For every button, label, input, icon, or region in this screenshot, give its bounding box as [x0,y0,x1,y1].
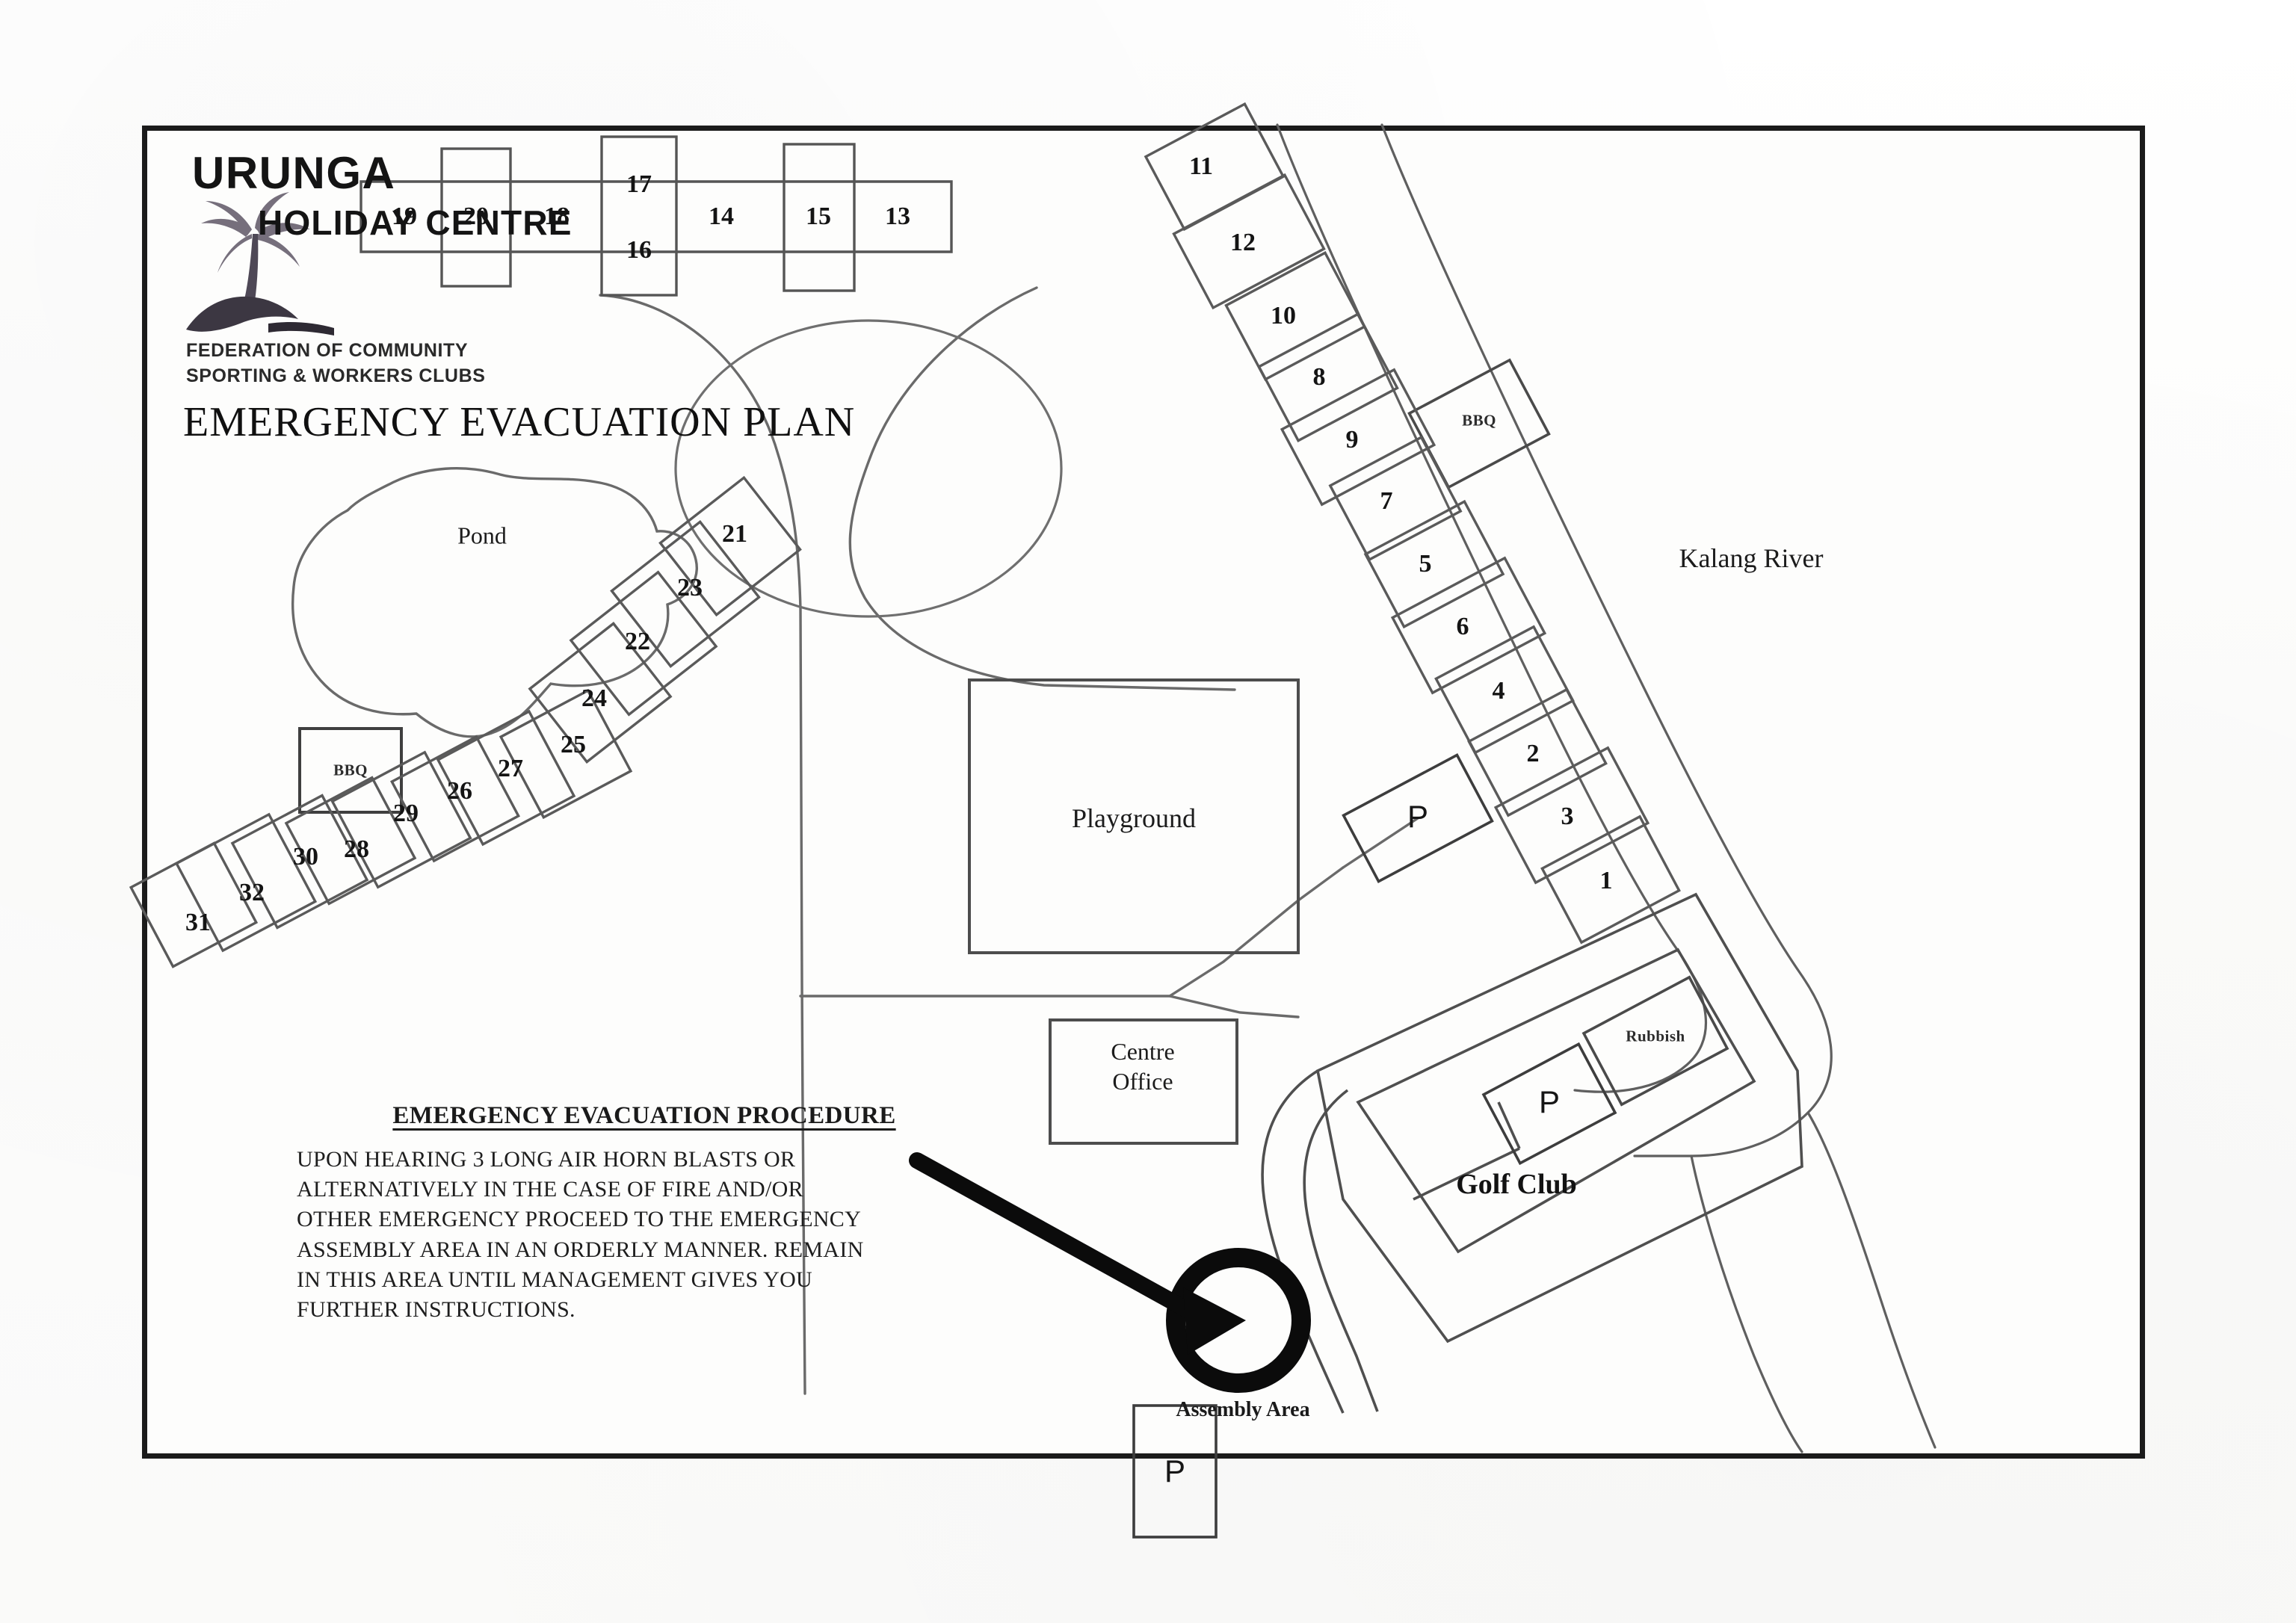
procedure-line: ASSEMBLY AREA IN AN ORDERLY MANNER. REMA… [297,1237,864,1262]
brand-name-primary: URUNGA [192,148,396,198]
procedure-line: OTHER EMERGENCY PROCEED TO THE EMERGENCY [297,1207,862,1232]
cabin-number-12: 12 [1230,229,1256,256]
parking-label-south: P [1164,1453,1186,1488]
east-cabin-chain [1144,102,1681,945]
playground-label: Playground [1072,803,1196,833]
kalang-river-label: Kalang River [1679,543,1824,573]
map-frame: URUNGA HOLIDAY CENTRE FEDERATION OF COMM… [129,102,2145,1539]
parking-label-north: P [1407,799,1429,834]
procedure-line: FURTHER INSTRUCTIONS. [297,1296,575,1322]
golf-club-label: Golf Club [1456,1169,1577,1200]
evacuation-procedure-block: EMERGENCY EVACUATION PROCEDURE UPON HEAR… [297,1102,992,1325]
brand-name-secondary: HOLIDAY CENTRE [258,203,573,242]
rubbish-box-outline [1581,975,1729,1107]
procedure-body: UPON HEARING 3 LONG AIR HORN BLASTS OR A… [297,1145,992,1325]
assembly-area-label: Assembly Area [1176,1398,1310,1421]
cabin-number-6: 6 [1456,613,1469,640]
cabin-number-10: 10 [1271,302,1296,330]
cabin-number-31: 31 [185,909,211,936]
cabin-number-17: 17 [626,170,652,198]
cabin-number-29: 29 [393,800,419,827]
cabin-number-19: 19 [392,203,417,230]
cabin-number-1: 1 [1599,867,1613,894]
procedure-line: IN THIS AREA UNTIL MANAGEMENT GIVES YOU [297,1267,813,1292]
pond-label: Pond [457,522,507,549]
cabin-number-5: 5 [1419,550,1432,578]
cabin-number-8: 8 [1312,363,1326,391]
cabin-number-9: 9 [1345,426,1359,454]
parking-label-golf: P [1538,1084,1561,1119]
cabin-number-26: 26 [447,777,472,805]
federation-line-1: FEDERATION OF COMMUNITY [186,340,469,361]
cabin-number-18: 18 [544,203,570,230]
cabin-number-27: 27 [498,755,523,782]
bbq-left-label: BBQ [333,761,368,779]
pond-outline [291,467,698,738]
cabin-number-3: 3 [1561,803,1574,830]
rubbish-label: Rubbish [1626,1027,1685,1045]
cabin-number-22: 22 [625,628,650,655]
procedure-line: ALTERNATIVELY IN THE CASE OF FIRE AND/OR [297,1177,803,1202]
cabin-number-7: 7 [1380,487,1393,515]
centre-office-line-1: Centre [1111,1038,1175,1065]
golf-club-precinct [1261,892,1803,1414]
palm-tree-logo [186,192,334,336]
cabin-number-20: 20 [463,203,489,230]
cabin-number-4: 4 [1492,677,1505,705]
west-cabin-chain-upper [528,475,802,764]
procedure-line: UPON HEARING 3 LONG AIR HORN BLASTS OR [297,1147,796,1172]
cabin-number-14: 14 [709,203,734,230]
cabin-number-28: 28 [344,835,369,863]
cabin-number-24: 24 [581,684,607,712]
assembly-pointer-arrow [909,1152,1246,1355]
cabin-number-23: 23 [677,574,703,602]
map-linework [129,102,1937,1539]
cabin-number-32: 32 [239,879,265,906]
centre-office-label: Centre Office [1111,1036,1174,1096]
page-title: EMERGENCY EVACUATION PLAN [183,399,856,445]
cabin-number-30: 30 [293,843,318,871]
federation-line-2: SPORTING & WORKERS CLUBS [186,365,486,386]
playground-outline [968,678,1300,954]
kalang-river [1276,123,1937,1453]
bbq-right-label: BBQ [1462,411,1496,430]
procedure-heading: EMERGENCY EVACUATION PROCEDURE [392,1102,896,1129]
west-cabin-chain-lower [129,688,633,968]
cabin-number-15: 15 [806,203,831,230]
parking-bay-outlines [1132,753,1617,1539]
cabin-number-13: 13 [885,203,910,230]
north-cabin-row [359,135,953,297]
centre-office-outline [1049,1018,1238,1145]
cabin-number-2: 2 [1526,740,1540,767]
centre-office-line-2: Office [1112,1068,1173,1095]
bbq-left-outline [298,727,403,814]
central-lawn [674,319,1063,618]
assembly-area-marker [1166,1248,1311,1393]
cabin-number-16: 16 [626,236,652,264]
cabin-number-11: 11 [1188,152,1214,180]
cabin-number-25: 25 [561,731,586,758]
cabin-number-21: 21 [722,520,747,548]
